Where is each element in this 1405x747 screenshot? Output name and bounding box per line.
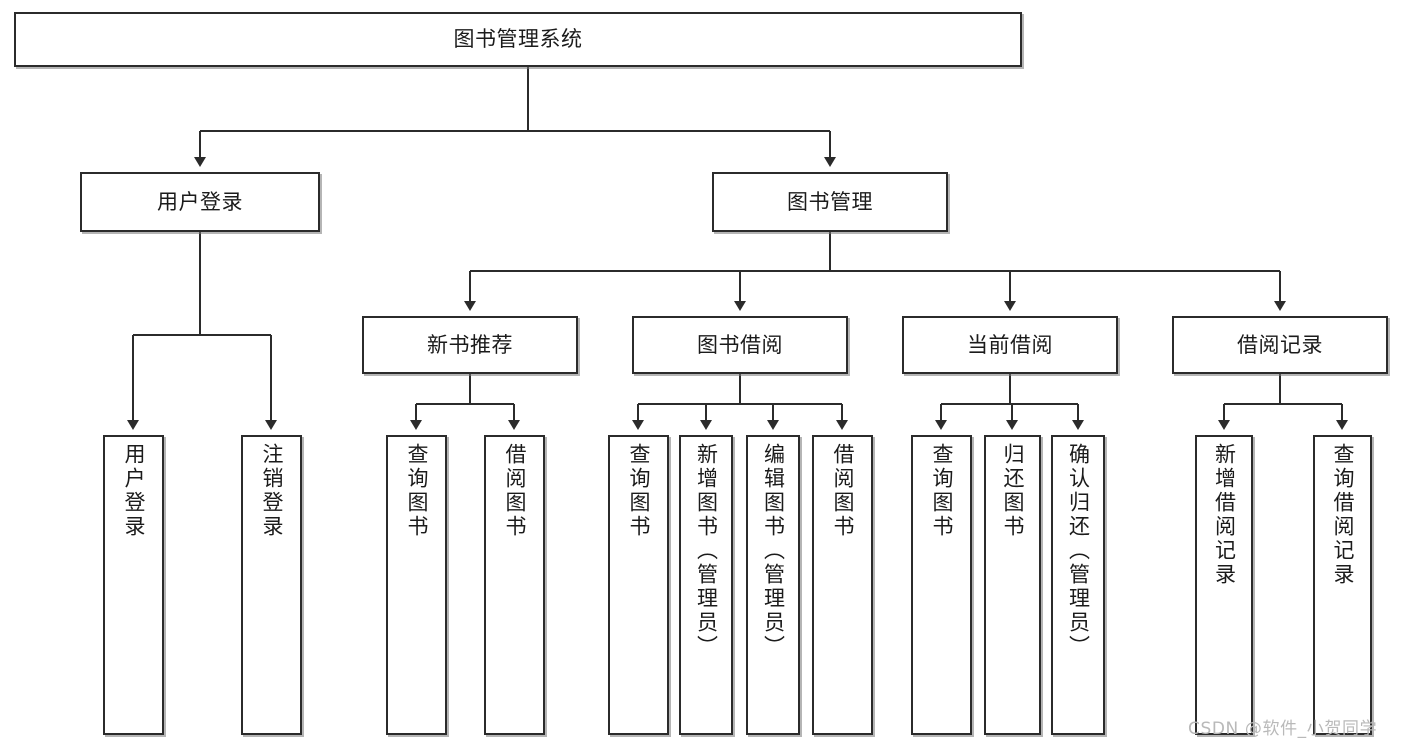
- leaf-edit-book-admin-label: 编辑图书（管理员）: [761, 443, 786, 659]
- leaf-user-login[interactable]: 用户登录: [103, 435, 164, 735]
- watermark: CSDN @软件_小贺同学: [1188, 719, 1378, 739]
- leaf-query-book-recommend[interactable]: 查询图书: [386, 435, 447, 735]
- leaf-add-book-admin-label: 新增图书（管理员）: [694, 443, 719, 659]
- leaf-query-book-recommend-label: 查询图书: [405, 443, 429, 539]
- leaf-logout-label: 注销登录: [260, 443, 284, 539]
- node-user-login[interactable]: 用户登录: [80, 172, 320, 232]
- leaf-add-borrow-record-label: 新增借阅记录: [1212, 443, 1237, 587]
- leaf-borrow-book-recommend-label: 借阅图书: [503, 443, 527, 539]
- leaf-query-borrow-record-label: 查询借阅记录: [1331, 443, 1355, 587]
- leaf-query-borrow-record[interactable]: 查询借阅记录: [1313, 435, 1372, 735]
- leaf-add-book-admin[interactable]: 新增图书（管理员）: [679, 435, 733, 735]
- leaf-query-book-borrow-label: 查询图书: [627, 443, 651, 539]
- node-new-book-recommend[interactable]: 新书推荐: [362, 316, 578, 374]
- node-book-management-label: 图书管理: [787, 189, 873, 214]
- leaf-add-borrow-record[interactable]: 新增借阅记录: [1195, 435, 1253, 735]
- node-borrow-record[interactable]: 借阅记录: [1172, 316, 1388, 374]
- leaf-return-book[interactable]: 归还图书: [984, 435, 1041, 735]
- leaf-query-book-current[interactable]: 查询图书: [911, 435, 972, 735]
- leaf-query-book-borrow[interactable]: 查询图书: [608, 435, 669, 735]
- node-root[interactable]: 图书管理系统: [14, 12, 1022, 67]
- leaf-borrow-book[interactable]: 借阅图书: [812, 435, 873, 735]
- leaf-borrow-book-recommend[interactable]: 借阅图书: [484, 435, 545, 735]
- leaf-confirm-return-admin[interactable]: 确认归还（管理员）: [1051, 435, 1105, 735]
- node-user-login-label: 用户登录: [157, 189, 243, 214]
- node-book-borrow[interactable]: 图书借阅: [632, 316, 848, 374]
- leaf-user-login-label: 用户登录: [122, 443, 146, 539]
- node-current-borrow-label: 当前借阅: [967, 332, 1053, 357]
- node-book-management[interactable]: 图书管理: [712, 172, 948, 232]
- node-current-borrow[interactable]: 当前借阅: [902, 316, 1118, 374]
- leaf-borrow-book-label: 借阅图书: [831, 443, 855, 539]
- node-root-label: 图书管理系统: [453, 27, 583, 52]
- leaf-logout[interactable]: 注销登录: [241, 435, 302, 735]
- leaf-confirm-return-admin-label: 确认归还（管理员）: [1066, 443, 1091, 659]
- leaf-return-book-label: 归还图书: [1001, 443, 1025, 539]
- node-borrow-record-label: 借阅记录: [1237, 332, 1323, 357]
- leaf-query-book-current-label: 查询图书: [930, 443, 954, 539]
- node-book-borrow-label: 图书借阅: [697, 332, 783, 357]
- node-new-book-recommend-label: 新书推荐: [427, 332, 513, 357]
- leaf-edit-book-admin[interactable]: 编辑图书（管理员）: [746, 435, 800, 735]
